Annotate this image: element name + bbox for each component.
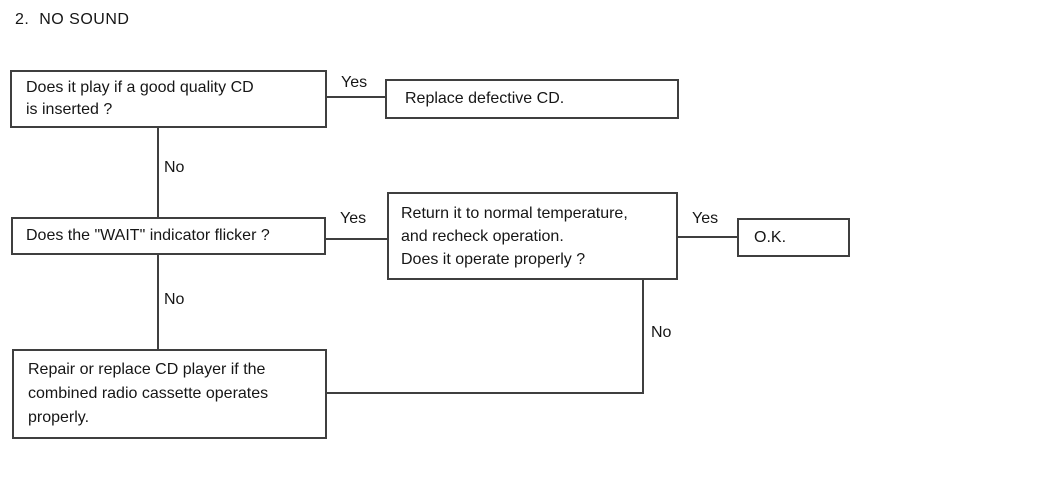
connector-no-good-cd [157, 128, 159, 217]
connector-no-recheck-vertical [642, 280, 644, 394]
flow-box-repair-replace-action: Repair or replace CD player if the combi… [12, 349, 327, 439]
flow-box-wait-flicker-question: Does the "WAIT" indicator flicker ? [11, 217, 326, 255]
flow-box-replace-cd-action: Replace defective CD. [385, 79, 679, 119]
edge-label-no-recheck: No [651, 324, 672, 341]
flow-box-good-cd-question: Does it play if a good quality CD is ins… [10, 70, 327, 128]
diagram-title: 2. NO SOUND [15, 11, 130, 28]
connector-yes-good-cd [327, 96, 385, 98]
edge-label-yes-wait-flicker: Yes [340, 210, 367, 227]
connector-no-recheck-horizontal [327, 392, 644, 394]
connector-yes-wait-flicker [326, 238, 387, 240]
flow-box-recheck-temperature: Return it to normal temperature, and rec… [387, 192, 678, 280]
edge-label-no-wait-flicker: No [164, 291, 185, 308]
flow-box-ok-result: O.K. [737, 218, 850, 257]
connector-yes-recheck [678, 236, 737, 238]
edge-label-yes-recheck: Yes [692, 210, 719, 227]
edge-label-yes-good-cd: Yes [341, 74, 368, 91]
connector-no-wait-flicker [157, 255, 159, 349]
edge-label-no-good-cd: No [164, 159, 185, 176]
